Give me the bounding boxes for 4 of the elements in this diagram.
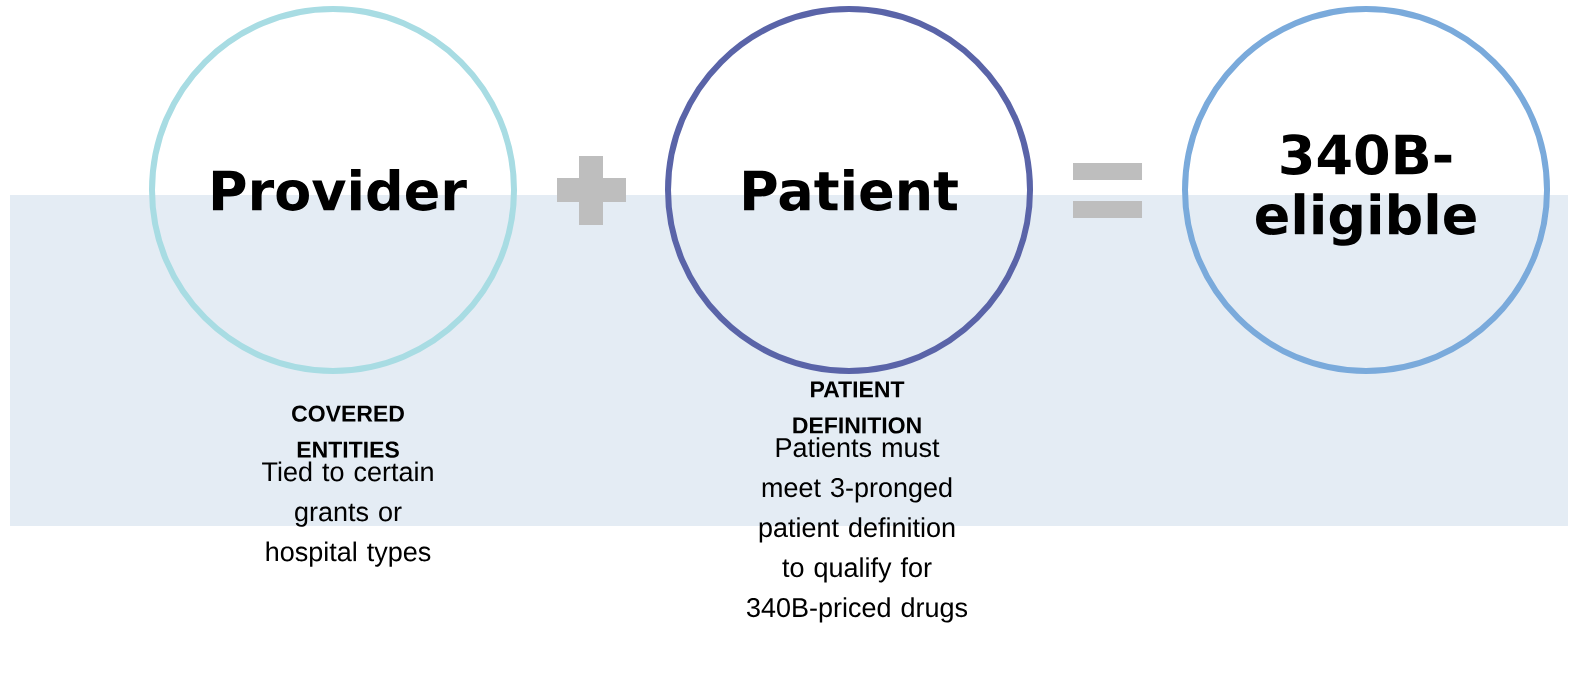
heading-text: PATIENT DEFINITION	[793, 381, 921, 434]
description-text: Patients must meet 3-pronged patient definition to qualify for 340B-priced drugs	[747, 437, 968, 623]
description-text: Tied to certain grants or hospital types	[262, 461, 433, 567]
heading-text: COVERED ENTITIES	[292, 405, 404, 458]
